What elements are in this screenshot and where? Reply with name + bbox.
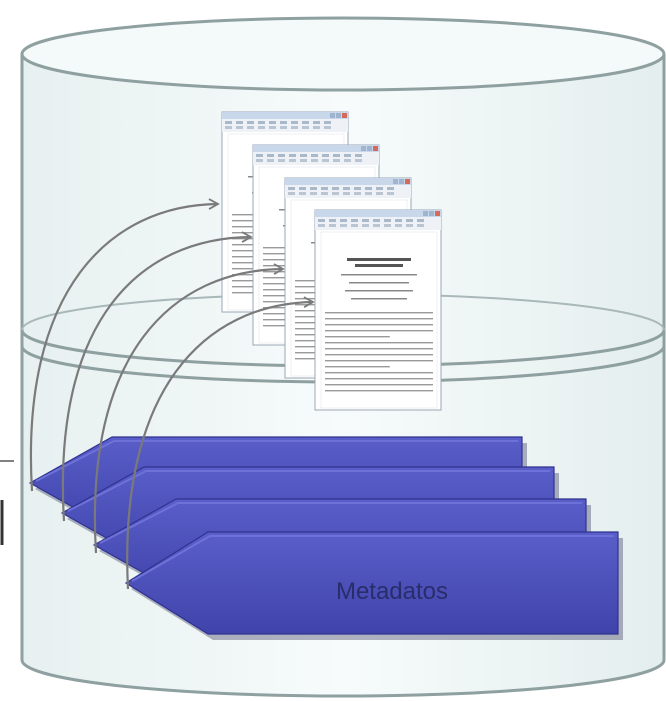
metadata-label: Metadatos [336, 578, 448, 605]
link-arrow [61, 231, 253, 522]
cylinder-top-ellipse [20, 16, 666, 92]
document-stack [221, 111, 442, 411]
link-curves [29, 198, 315, 590]
link-arrow [126, 296, 315, 590]
metadata-stack [28, 436, 623, 640]
link-arrow [29, 198, 220, 492]
metadata-arrow [124, 531, 623, 640]
document-window [314, 209, 442, 411]
link-arrow [93, 263, 285, 554]
